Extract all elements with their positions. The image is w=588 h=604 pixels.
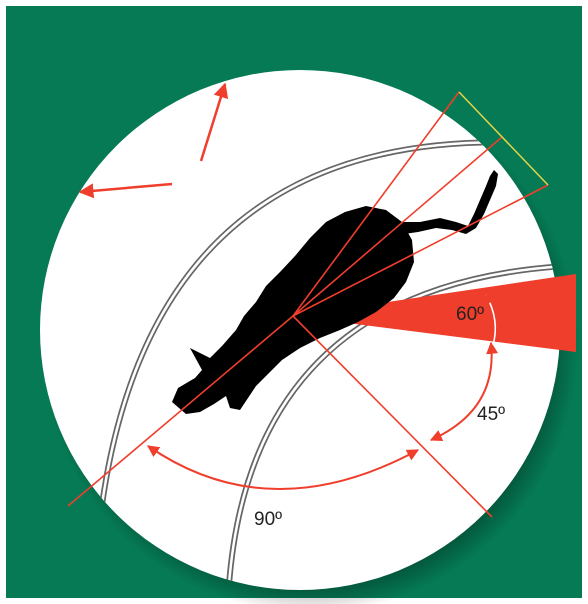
arc-bands bbox=[97, 139, 560, 590]
angle-label-60: 60º bbox=[456, 304, 484, 325]
angle-label-90: 90º bbox=[254, 509, 282, 530]
escape-direction-arrow-icon-2 bbox=[78, 182, 173, 199]
sixty-degree-wedge bbox=[293, 274, 576, 352]
view-chord bbox=[458, 91, 549, 186]
body-axis-line bbox=[67, 315, 294, 507]
gaze-lines bbox=[67, 91, 549, 518]
outer-arc-band-inner bbox=[98, 141, 560, 521]
angle-label-45: 45º bbox=[477, 404, 505, 425]
inner-arc-band-inner bbox=[226, 263, 560, 590]
escape-direction-arrow-icon bbox=[199, 82, 229, 162]
angle-arc-45 bbox=[429, 341, 499, 442]
rat-silhouette-icon bbox=[172, 170, 498, 414]
gaze-line-3 bbox=[292, 184, 549, 317]
angle-arc-60 bbox=[485, 294, 497, 346]
angle-arc-90 bbox=[147, 445, 420, 490]
gaze-line-1 bbox=[292, 91, 460, 317]
gaze-line-2 bbox=[292, 136, 503, 317]
perpendicular-line bbox=[292, 315, 493, 518]
